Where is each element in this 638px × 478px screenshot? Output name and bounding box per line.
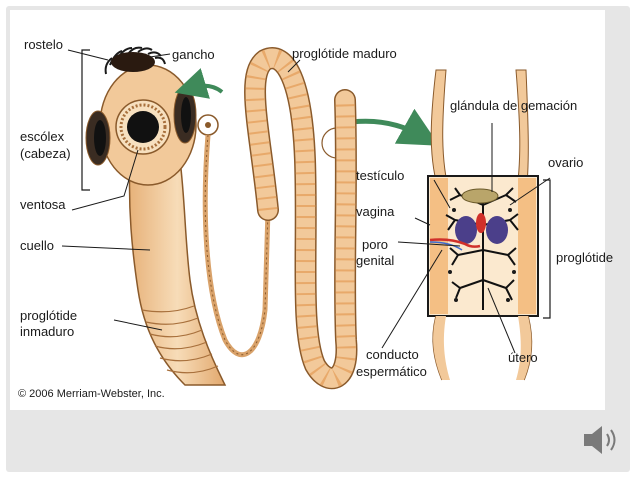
- tapeworm-illustration: [61, 46, 551, 390]
- label-genital: genital: [356, 253, 395, 268]
- sucker-right: [173, 86, 197, 144]
- leader-lines: [61, 49, 551, 354]
- zoom-arrow-left: [174, 68, 224, 99]
- sucker-front: [115, 99, 171, 155]
- label-cabeza: (cabeza): [20, 146, 71, 161]
- label-poro: poro: [362, 237, 389, 252]
- proglottid-enlarged: [427, 69, 539, 381]
- label-gancho: gancho: [172, 47, 215, 62]
- tapeworm-figure: rostelo gancho proglótide maduro escólex…: [10, 10, 613, 410]
- speaker-icon[interactable]: [578, 422, 622, 458]
- sucker-left: [85, 110, 111, 166]
- label-proglotide-maduro: proglótide maduro: [292, 46, 397, 61]
- label-espermatico: espermático: [356, 364, 427, 379]
- zoom-arrow-right: [351, 108, 440, 146]
- scolex-neck: [128, 159, 227, 386]
- proglottid-bracket: [543, 179, 551, 319]
- label-ventosa: ventosa: [20, 197, 66, 212]
- ovary-left: [455, 216, 477, 244]
- label-vagina: vagina: [356, 204, 395, 219]
- label-utero: útero: [508, 350, 538, 365]
- label-testiculo: testículo: [356, 168, 405, 183]
- label-proglotide-inmaduro-line2: inmaduro: [20, 324, 75, 339]
- copyright-credit: © 2006 Merriam-Webster, Inc.: [18, 388, 165, 400]
- gemation-gland: [461, 188, 499, 204]
- label-proglotide: proglótide: [556, 250, 614, 265]
- label-cuello: cuello: [20, 238, 54, 253]
- label-rostelo: rostelo: [24, 37, 64, 52]
- label-glandula-gemacion: glándula de gemación: [450, 98, 578, 113]
- testes: [448, 208, 516, 302]
- strobila-segmented: [244, 47, 358, 390]
- label-escolex: escólex: [20, 129, 65, 144]
- label-proglotide-inmaduro-line1: proglótide: [20, 308, 78, 323]
- label-conducto: conducto: [366, 347, 419, 362]
- sperm-duct: [429, 238, 481, 248]
- ovary-right: [486, 216, 508, 244]
- scolex-head: [85, 46, 197, 186]
- escolex-bracket: [81, 49, 90, 191]
- label-ovario: ovario: [548, 155, 584, 170]
